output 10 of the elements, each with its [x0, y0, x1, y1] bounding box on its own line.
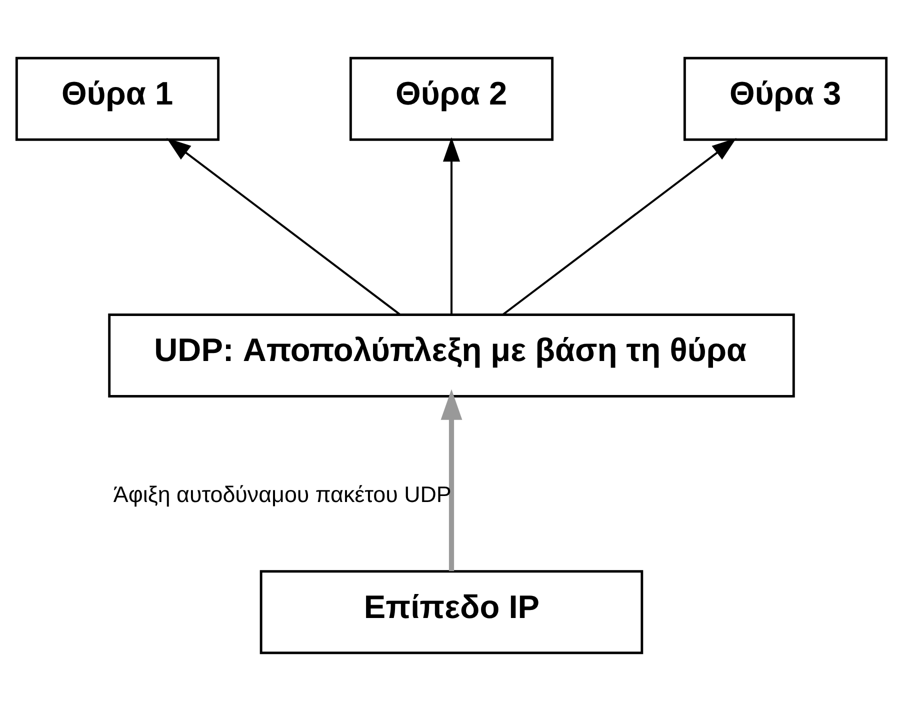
- edge-label: Άφιξη αυτοδύναμου πακέτου UDP: [113, 482, 452, 507]
- node-box: Θύρα 2: [349, 56, 554, 141]
- arrow: [166, 138, 401, 316]
- arrow: [440, 389, 462, 572]
- arrow: [442, 137, 460, 315]
- arrow: [502, 138, 736, 316]
- node-box: Θύρα 3: [683, 56, 888, 141]
- node-box: Επίπεδο IP: [260, 570, 644, 654]
- node-box: UDP: Αποπολύπλεξη με βάση τη θύρα: [108, 314, 795, 398]
- node-box: Θύρα 1: [15, 56, 220, 141]
